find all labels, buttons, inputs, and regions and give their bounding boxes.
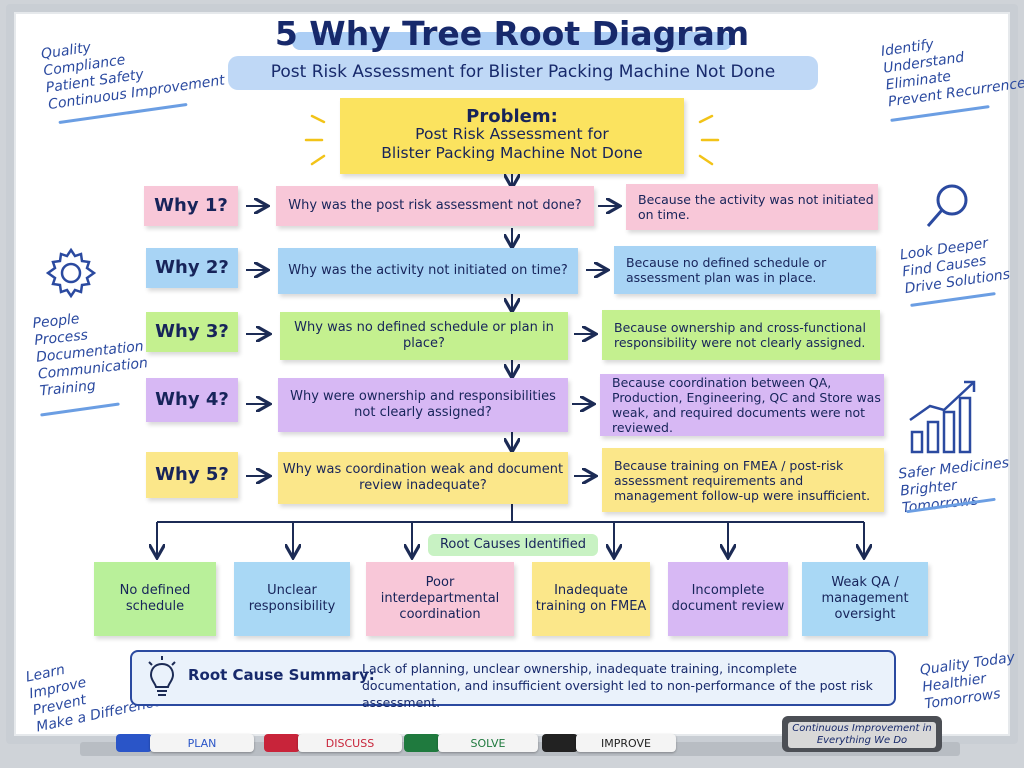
why-5-answer: Because training on FMEA / post-risk ass… [602,448,884,512]
root-cause-note: Weak QA / management oversight [802,562,928,636]
subtitle-highlight [228,56,818,90]
marker-plan: PLAN [150,734,254,752]
why-3-label: Why 3? [146,312,238,352]
why-3-question: Why was no defined schedule or plan in p… [280,312,568,360]
why-1-question: Why was the post risk assessment not don… [276,186,594,226]
page-title: 5 Why Tree Root Diagram [274,14,750,53]
growth-chart-icon [909,380,976,454]
page-subtitle: Post Risk Assessment for Blister Packing… [270,62,776,82]
problem-line-1: Post Risk Assessment for [415,125,609,143]
root-cause-note: Poor interdepartmental coordination [366,562,514,636]
why-1-label: Why 1? [144,186,238,226]
eraser-text: Continuous Improvement in Everything We … [788,722,936,748]
summary-text: Lack of planning, unclear ownership, ina… [362,661,873,710]
marker-discuss: DISCUSS [298,734,402,752]
magnifier-icon [926,184,968,227]
problem-label: Problem: [466,106,558,127]
why-4-label: Why 4? [146,378,238,422]
why-5-question: Why was coordination weak and document r… [278,452,568,504]
summary-title: Root Cause Summary: [188,666,375,684]
root-cause-note: Unclear responsibility [234,562,350,636]
marker-cap-blue [116,734,152,752]
side-note-mid-left: People Process Documentation Communicati… [32,304,151,400]
marker-solve: SOLVE [438,734,538,752]
marker-cap-black [542,734,578,752]
root-cause-summary-box [130,650,896,706]
why-2-label: Why 2? [146,248,238,288]
marker-improve: IMPROVE [576,734,676,752]
why-2-answer: Because no defined schedule or assessmen… [614,246,876,294]
title-highlight [292,32,732,50]
root-cause-note: Incomplete document review [668,562,788,636]
why-2-question: Why was the activity not initiated on ti… [278,248,578,294]
why-4-answer: Because coordination between QA, Product… [600,374,884,436]
marker-cap-red [264,734,300,752]
problem-note: Problem: Post Risk Assessment for Bliste… [340,98,684,174]
gear-icon [45,247,97,299]
why-3-answer: Because ownership and cross-functional r… [602,310,880,360]
root-cause-note: Inadequate training on FMEA [532,562,650,636]
root-causes-label: Root Causes Identified [428,534,598,556]
why-5-label: Why 5? [146,452,238,498]
root-cause-note: No defined schedule [94,562,216,636]
why-1-answer: Because the activity was not initiated o… [626,184,878,230]
why-4-question: Why were ownership and responsibilities … [278,378,568,432]
problem-line-2: Blister Packing Machine Not Done [381,144,643,162]
marker-cap-green [404,734,440,752]
lightbulb-icon [148,656,176,696]
